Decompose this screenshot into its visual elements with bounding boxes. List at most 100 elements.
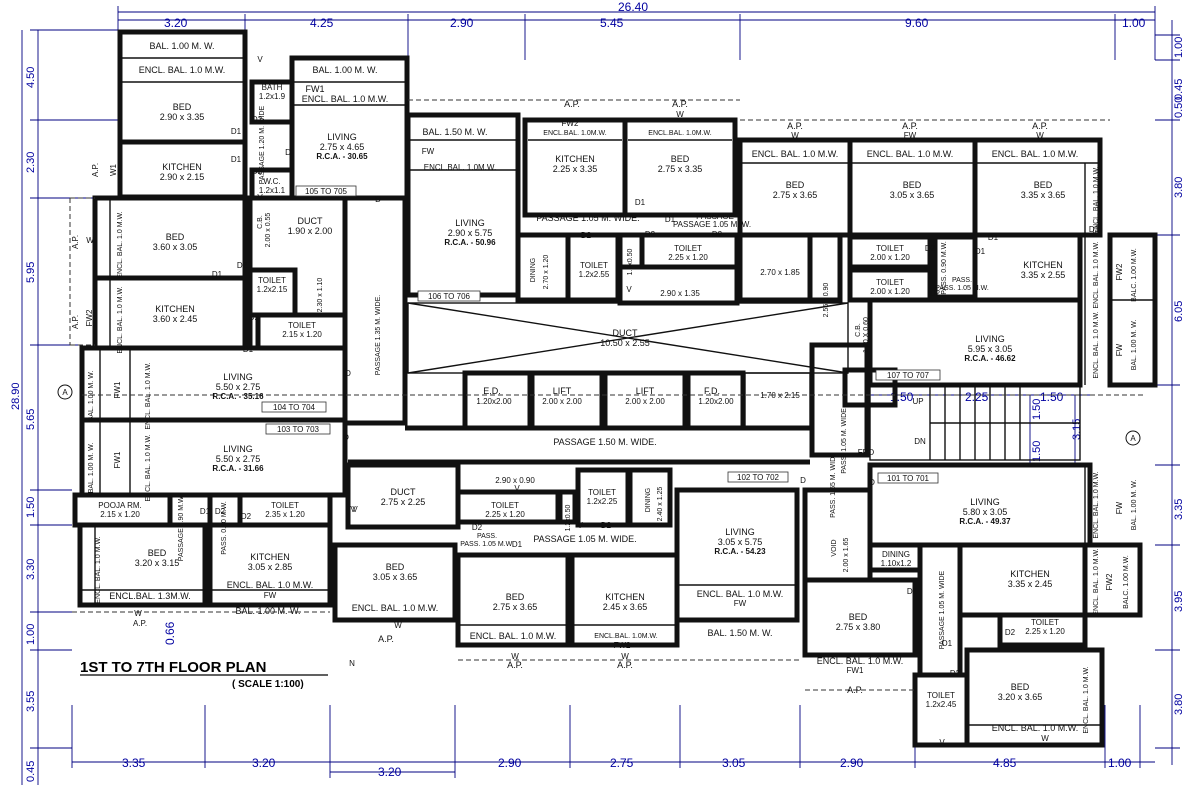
size-106-290: 2.90 x 1.35 [660, 289, 700, 298]
rca-101: R.C.A. - 49.37 [959, 517, 1011, 526]
cb-104-size: 2.00 x 0.55 [265, 213, 272, 248]
pass-102-w: PASS. 1.05 M.W. [460, 541, 514, 548]
toilet-102-size: 2.25 x 1.20 [485, 510, 525, 519]
living-103-size: 5.50 x 2.75 [216, 454, 261, 464]
toilet-101b-size: 1.2x2.45 [926, 700, 957, 709]
bed-106: BED [671, 154, 690, 164]
d2-104b: D2 [249, 313, 260, 322]
size-102-290: 2.90 x 0.90 [495, 476, 535, 485]
d1-104: D1 [212, 270, 223, 279]
encl-bal-106c: ENCL.BAL. 1.0M.W. [648, 130, 711, 137]
ap-103: A.P. [133, 619, 147, 628]
bal-103b: BAL. 1.00 M. W. [235, 606, 300, 616]
tag-107-box [875, 369, 941, 381]
dim-right-2: 0.45 [1173, 79, 1185, 100]
tag-106-box [417, 290, 481, 302]
encl-bal-104b: ENCL. BAL. 1.0 M.W. [117, 286, 124, 353]
toilet-101b: TOILET [927, 691, 955, 700]
toilet-102b-size: 1.2x2.25 [587, 497, 618, 506]
duct-core-size: 10.50 x 2.55 [600, 338, 650, 348]
toilet-103: TOILET [271, 501, 299, 510]
duct-104: DUCT [298, 216, 323, 226]
encl-bal-101e: ENCL. BAL. 1.0 M.W. [992, 723, 1079, 733]
dim-bottom-7: 4.85 [993, 756, 1017, 770]
bed-107b-size: 3.05 x 3.65 [890, 190, 935, 200]
ap-106: A.P. [564, 99, 580, 109]
living-104-size: 5.50 x 2.75 [216, 382, 261, 392]
bed-106-size: 2.75 x 3.35 [658, 164, 703, 174]
cb-104: C.B. [257, 215, 264, 229]
w-107a: W [791, 131, 799, 140]
kitchen-101-size: 3.35 x 2.45 [1008, 579, 1053, 589]
bed-102b-size: 2.75 x 3.65 [493, 602, 538, 612]
encl-bal-102d: ENCL. BAL. 1.0 M.W. [697, 589, 784, 599]
ap-106b: A.P. [672, 99, 688, 109]
encl-bal-105: ENCL. BAL. 1.0 M.W. [139, 65, 226, 75]
d-105: D [285, 148, 291, 157]
toilet-104b-size: 2.15 x 1.20 [282, 330, 322, 339]
dim-bottom-sub: 3.20 [378, 765, 402, 779]
living-101-size: 5.80 x 3.05 [963, 507, 1008, 517]
fw2-107: FW2 [1115, 263, 1124, 280]
duct-core: DUCT [613, 328, 638, 338]
bed-103: BED [148, 548, 167, 558]
bed-107c-size: 3.35 x 3.65 [1021, 190, 1066, 200]
ap-104: A.P. [71, 235, 80, 249]
bed-107c: BED [1034, 180, 1053, 190]
toilet-102b: TOILET [588, 488, 616, 497]
rca-102: R.C.A. - 54.23 [714, 547, 766, 556]
pooja-103-size: 2.15 x 1.20 [100, 510, 140, 519]
dining-102-size: 2.40 x 1.25 [657, 487, 664, 522]
v-106: V [626, 285, 632, 294]
encl-bal-101a: ENCL. BAL. 1.0 M.W. [1093, 471, 1100, 538]
kitchen-105: KITCHEN [162, 162, 202, 172]
dim-left-4: 5.65 [25, 409, 37, 430]
encl-bal-104: ENCL. BAL. 1.0 M.W. [117, 211, 124, 278]
bal-105b: BAL. 1.00 M. W. [312, 65, 377, 75]
v-102: V [350, 505, 356, 514]
encl-bal-107e: ENCL. BAL. 1.0 M.W. [1093, 241, 1100, 308]
dining-101-size: 1.10x1.2 [881, 559, 912, 568]
ap-107b: A.P. [902, 121, 918, 131]
dim-right-8: 3.80 [1173, 694, 1185, 715]
encl-bal-101b: ENCL. BAL. 1.0 M.W. [817, 656, 904, 666]
w-102b: W [511, 652, 519, 661]
living-105: LIVING [327, 132, 357, 142]
w-102c: W [621, 652, 629, 661]
encl-bal-101d: ENCL. BAL. 1.0 M.W. [1083, 666, 1090, 733]
d2-107b: D2 [930, 289, 941, 298]
encl-bal-107c: ENCL. BAL. 1.0 M.W. [992, 149, 1079, 159]
encl-bal-107b: ENCL. BAL. 1.0 M.W. [867, 149, 954, 159]
ap-102c: A.P. [617, 660, 633, 670]
tag-102: 102 TO 702 [737, 473, 780, 482]
ap-102b: A.P. [507, 660, 523, 670]
toilet-107b-size: 2.00 x 1.20 [870, 287, 910, 296]
toilet-104-size: 1.2x2.15 [257, 285, 288, 294]
ap-101: A.P. [847, 685, 863, 695]
fw2-101: FW2 [1105, 573, 1114, 590]
d-104: D [345, 369, 351, 378]
fw1-104: FW1 [113, 381, 122, 398]
size-102-125: 1.2x0.50 [565, 504, 572, 531]
d2-103b: D2 [215, 507, 226, 516]
kitchen-107: KITCHEN [1023, 260, 1063, 270]
fd-core-size: 1.20x2.00 [698, 397, 734, 406]
kitchen-102: KITCHEN [605, 592, 645, 602]
d2-103: D2 [241, 512, 252, 521]
living-101: LIVING [970, 497, 1000, 507]
tag-106: 106 TO 706 [428, 292, 471, 301]
bal-102: BAL. 1.50 M. W. [707, 628, 772, 638]
size-106-125: 1.2x0.50 [627, 248, 634, 275]
tag-101: 101 TO 701 [887, 474, 930, 483]
encl-bal-103d: ENCL. BAL. 1.0 M.W. [227, 580, 314, 590]
encl-bal-106: ENCL.BAL. 1.0M.W. [424, 163, 496, 172]
dim-top-5: 9.60 [905, 16, 929, 30]
bed-101a-size: 2.75 x 3.80 [836, 622, 881, 632]
tag-103: 103 TO 703 [277, 425, 320, 434]
toilet-107a: TOILET [876, 244, 904, 253]
dim-bottom-6: 2.90 [840, 756, 864, 770]
void-101: VOID [831, 539, 838, 556]
tag-107: 107 TO 707 [887, 371, 930, 380]
section-marker-left: A [57, 384, 73, 400]
dim-left-5: 1.50 [25, 497, 37, 518]
